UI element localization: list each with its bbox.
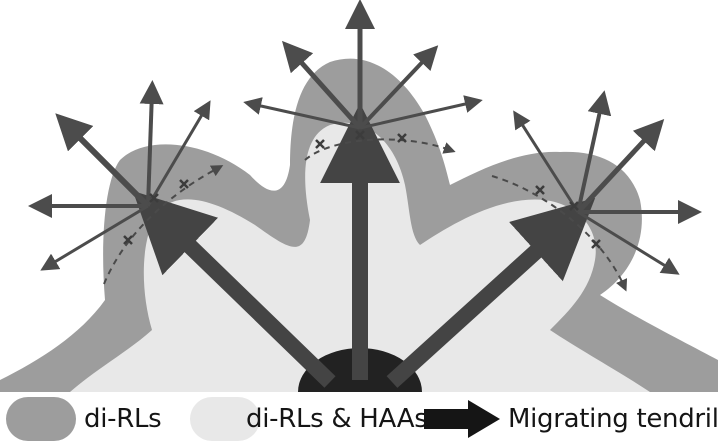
- legend-item-migrating-tendril: Migrating tendril: [424, 394, 716, 446]
- legend: di-RLs di-RLs & HAAs Migrating tendril: [0, 394, 718, 446]
- legend-item-di-rls-haas: di-RLs & HAAs: [190, 394, 420, 446]
- legend-label-di-rls: di-RLs: [84, 403, 161, 435]
- legend-item-di-rls: di-RLs: [4, 394, 174, 446]
- tendril-migration-diagram: [0, 0, 718, 392]
- legend-label-di-rls-haas: di-RLs & HAAs: [246, 403, 428, 435]
- thick-arrow-icon: [424, 400, 500, 438]
- legend-label-migrating-tendril: Migrating tendril: [508, 403, 718, 435]
- di-rls-swatch: [6, 397, 76, 441]
